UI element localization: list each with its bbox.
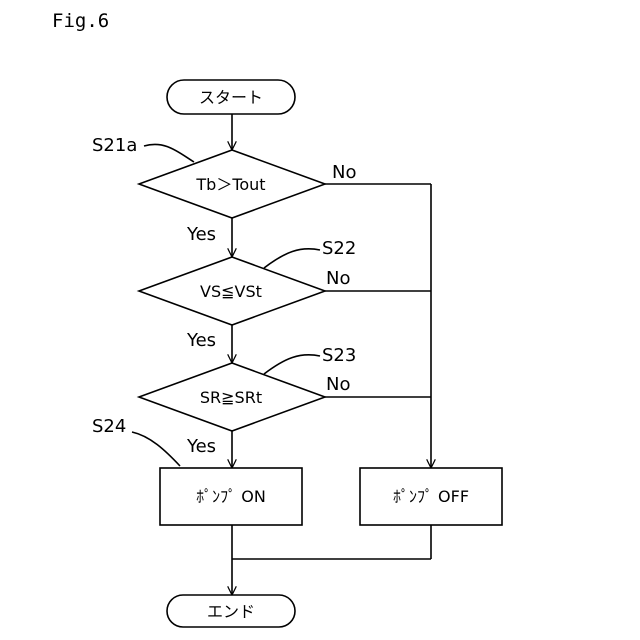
leader-s22 xyxy=(264,249,320,268)
step-label-s21a: S21a xyxy=(92,135,137,156)
start-label: スタート xyxy=(199,88,263,107)
pump-on-label: ﾎﾟﾝﾌﾟ ON xyxy=(196,487,266,506)
yes-label-2: Yes xyxy=(186,330,216,351)
step-label-s24: S24 xyxy=(92,416,126,437)
decision-2-label: VS≦VSt xyxy=(200,282,262,301)
leader-s23 xyxy=(264,355,320,374)
decision-1-label: Tb＞Tout xyxy=(195,175,265,194)
leader-s21a xyxy=(144,144,194,162)
end-label: エンド xyxy=(207,602,255,621)
decision-3-label: SR≧SRt xyxy=(200,388,262,407)
leader-s24 xyxy=(132,432,180,466)
yes-label-3: Yes xyxy=(186,436,216,457)
yes-label-1: Yes xyxy=(186,224,216,245)
step-label-s23: S23 xyxy=(322,345,356,366)
step-label-s22: S22 xyxy=(322,238,356,259)
no-label-3: No xyxy=(326,374,350,395)
no-label-2: No xyxy=(326,268,350,289)
no-label-1: No xyxy=(332,162,356,183)
pump-off-label: ﾎﾟﾝﾌﾟ OFF xyxy=(393,487,469,506)
